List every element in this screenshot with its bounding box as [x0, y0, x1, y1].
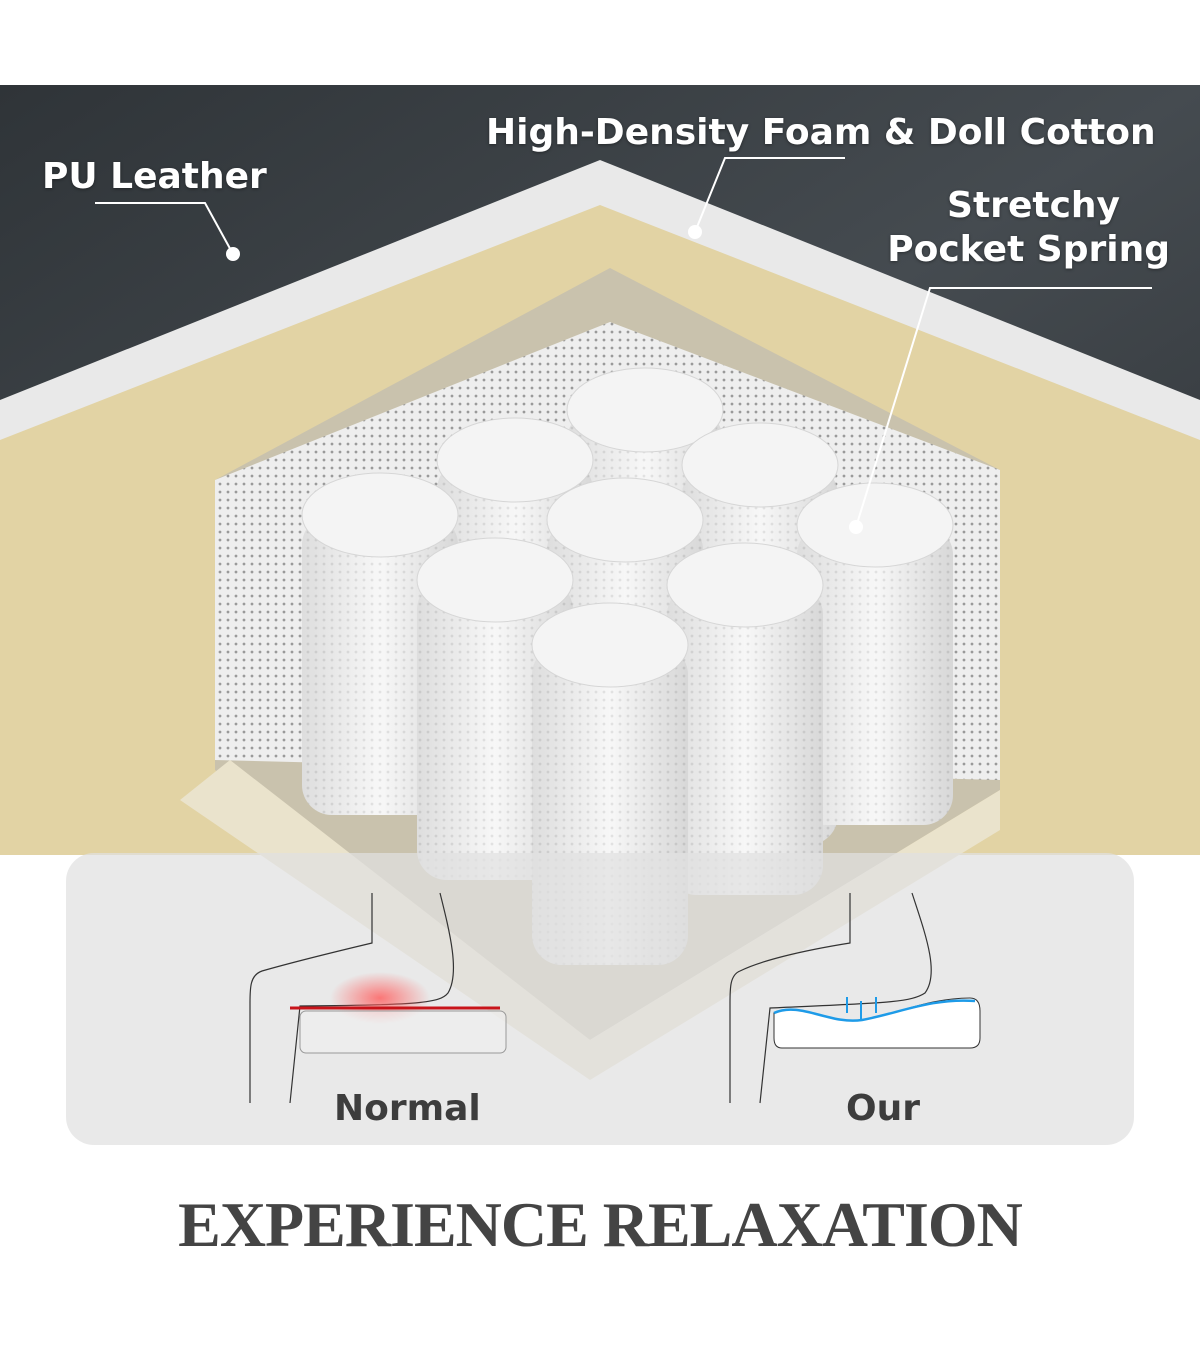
- comparison-diagrams: [249, 892, 981, 1104]
- pocket-springs: [301, 367, 954, 965]
- pocket-spring: [666, 542, 824, 895]
- callout-dot-spring: [849, 520, 863, 534]
- callout-foam: High-Density Foam & Doll Cotton: [486, 112, 1156, 153]
- callout-spring-line2: Pocket Spring: [887, 229, 1170, 270]
- callout-line-spring: [855, 287, 1152, 528]
- callout-line-pu: [95, 202, 234, 255]
- bottom-band: [0, 1285, 1200, 1372]
- headline: EXPERIENCE RELAXATION: [178, 1189, 1023, 1260]
- callout-dot-pu: [226, 247, 240, 261]
- callout-line-foam: [694, 157, 845, 233]
- our-label: Our: [846, 1088, 920, 1129]
- normal-seat-diagram: [249, 892, 507, 1104]
- callout-pu-leather: PU Leather: [42, 156, 267, 197]
- callout-dot-foam: [688, 225, 702, 239]
- normal-label: Normal: [334, 1088, 481, 1129]
- pocket-spring: [796, 482, 954, 825]
- callout-spring-line1: Stretchy: [947, 185, 1120, 226]
- our-seat-diagram: [729, 892, 981, 1104]
